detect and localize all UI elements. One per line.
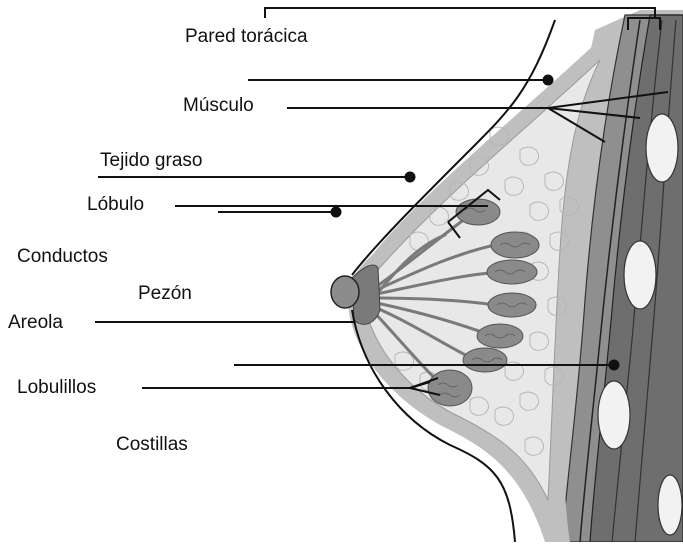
label-nipple: Pezón — [138, 283, 192, 305]
leader-tejido-dot — [406, 173, 415, 182]
label-lobules: Lobulillos — [17, 377, 96, 399]
chest-wall-bracket — [265, 8, 660, 30]
label-fatty-tissue: Tejido graso — [100, 150, 202, 172]
label-muscle: Músculo — [183, 95, 254, 117]
leader-fatty-tissue-dot — [544, 76, 553, 85]
lobule-6 — [463, 348, 507, 372]
leader-ducts-dot — [332, 208, 341, 217]
rib-1 — [646, 114, 678, 182]
label-chest-wall: Pared torácica — [185, 26, 308, 48]
label-areola: Areola — [8, 312, 63, 334]
lobule-3 — [487, 260, 537, 284]
lobule-2 — [491, 232, 539, 258]
leader-ribs-dot — [610, 361, 619, 370]
label-ribs: Costillas — [116, 434, 188, 456]
lobule-4 — [488, 293, 536, 317]
rib-2 — [624, 241, 656, 309]
label-ducts: Conductos — [17, 246, 108, 268]
rib-3 — [598, 381, 630, 449]
lobule-7 — [428, 370, 472, 406]
lobule-5 — [477, 324, 523, 348]
label-lobe: Lóbulo — [87, 194, 144, 216]
nipple — [331, 276, 359, 308]
rib-4 — [658, 475, 682, 535]
